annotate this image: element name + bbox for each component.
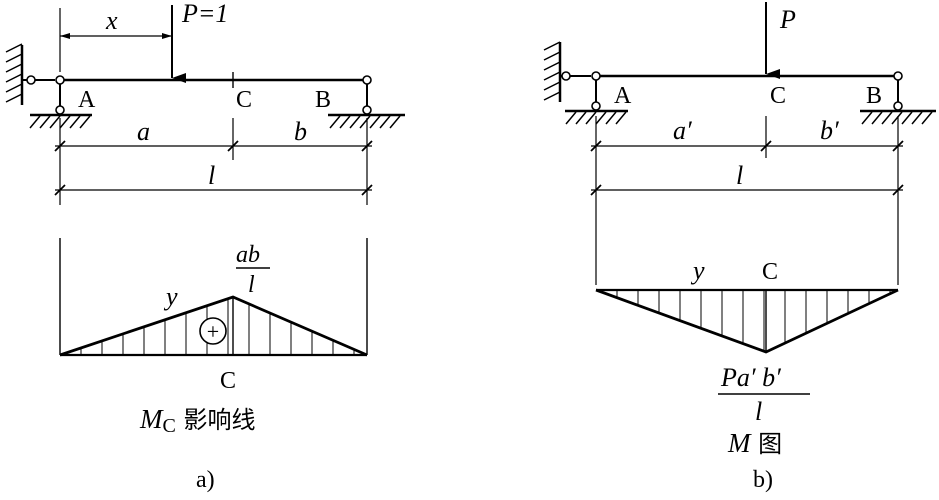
value-numerator: Pa′ b′ bbox=[720, 363, 781, 392]
ground-hatch-icon bbox=[29, 115, 91, 129]
x-label: x bbox=[105, 6, 118, 35]
point-a-label-b: A bbox=[614, 83, 632, 109]
caption-b: M 图 bbox=[727, 428, 782, 458]
support-b bbox=[328, 84, 405, 129]
wall-hatch-icon bbox=[5, 43, 24, 105]
point-a-label: A bbox=[78, 87, 96, 113]
y-label-a: y bbox=[163, 282, 178, 311]
load-label-b: P bbox=[779, 5, 796, 34]
peak-denominator: l bbox=[248, 272, 255, 298]
dim-a-label: a bbox=[137, 117, 150, 146]
dim-l-label: l bbox=[208, 161, 215, 190]
dim-l-label-b: l bbox=[736, 161, 743, 190]
panel-a: P=1 x A C B a b l bbox=[5, 0, 405, 493]
point-b-label: B bbox=[315, 87, 331, 113]
panel-b: P A C B a′ b′ l y C bbox=[543, 2, 936, 493]
plus-sign: + bbox=[207, 319, 219, 344]
moment-diagram bbox=[595, 288, 899, 354]
plus-sign-icon bbox=[199, 317, 227, 345]
c-below-label: C bbox=[220, 368, 236, 394]
point-b-label-b: B bbox=[866, 83, 882, 109]
influence-line-diagram bbox=[59, 238, 368, 357]
dim-b-label: b bbox=[294, 117, 307, 146]
tag-b: b) bbox=[753, 467, 773, 493]
point-c-label: C bbox=[236, 87, 252, 113]
caption-a: MC 影响线 bbox=[139, 404, 255, 437]
value-denominator: l bbox=[755, 397, 762, 426]
dim-a-prime-label: a′ bbox=[673, 116, 692, 145]
support-b-b bbox=[860, 80, 936, 125]
y-label-b: y bbox=[690, 256, 705, 285]
wall-hatch-icon bbox=[543, 41, 562, 102]
point-c-label-b: C bbox=[770, 83, 786, 109]
tag-a: a) bbox=[196, 467, 215, 493]
c-mid-label: C bbox=[762, 259, 778, 285]
dim-b-prime-label: b′ bbox=[820, 116, 839, 145]
peak-numerator: ab bbox=[236, 242, 260, 268]
support-a-b bbox=[565, 80, 628, 125]
support-a bbox=[30, 84, 92, 117]
load-label-a: P=1 bbox=[181, 0, 228, 28]
